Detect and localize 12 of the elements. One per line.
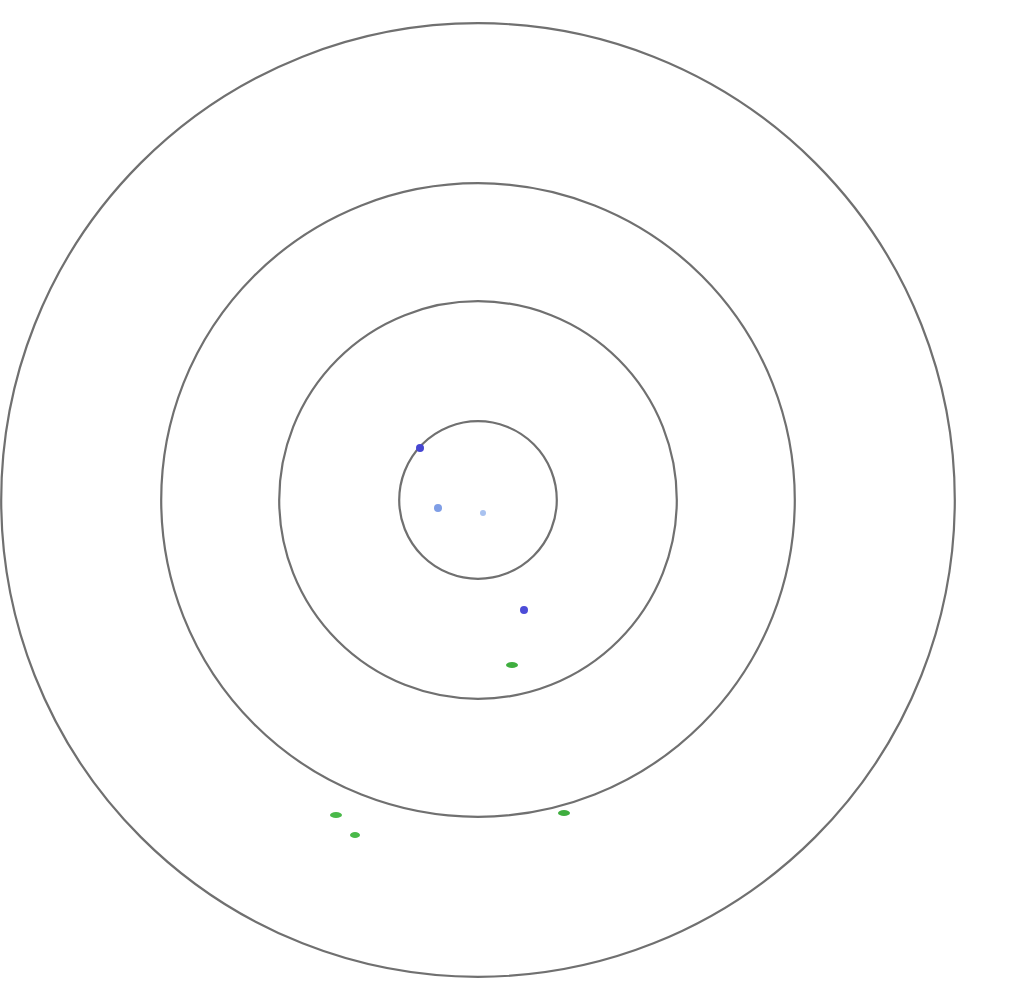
ring (398, 420, 558, 580)
dot-icon (330, 812, 342, 818)
dot-icon (350, 832, 360, 838)
ring (278, 300, 678, 700)
dot-icon (520, 606, 528, 614)
dot-icon (558, 810, 570, 816)
dot-icon (434, 504, 442, 512)
ring (0, 22, 956, 978)
ring (160, 182, 796, 818)
dot-icon (506, 662, 518, 668)
dot-icon (416, 444, 424, 452)
dot-icon (480, 510, 486, 516)
